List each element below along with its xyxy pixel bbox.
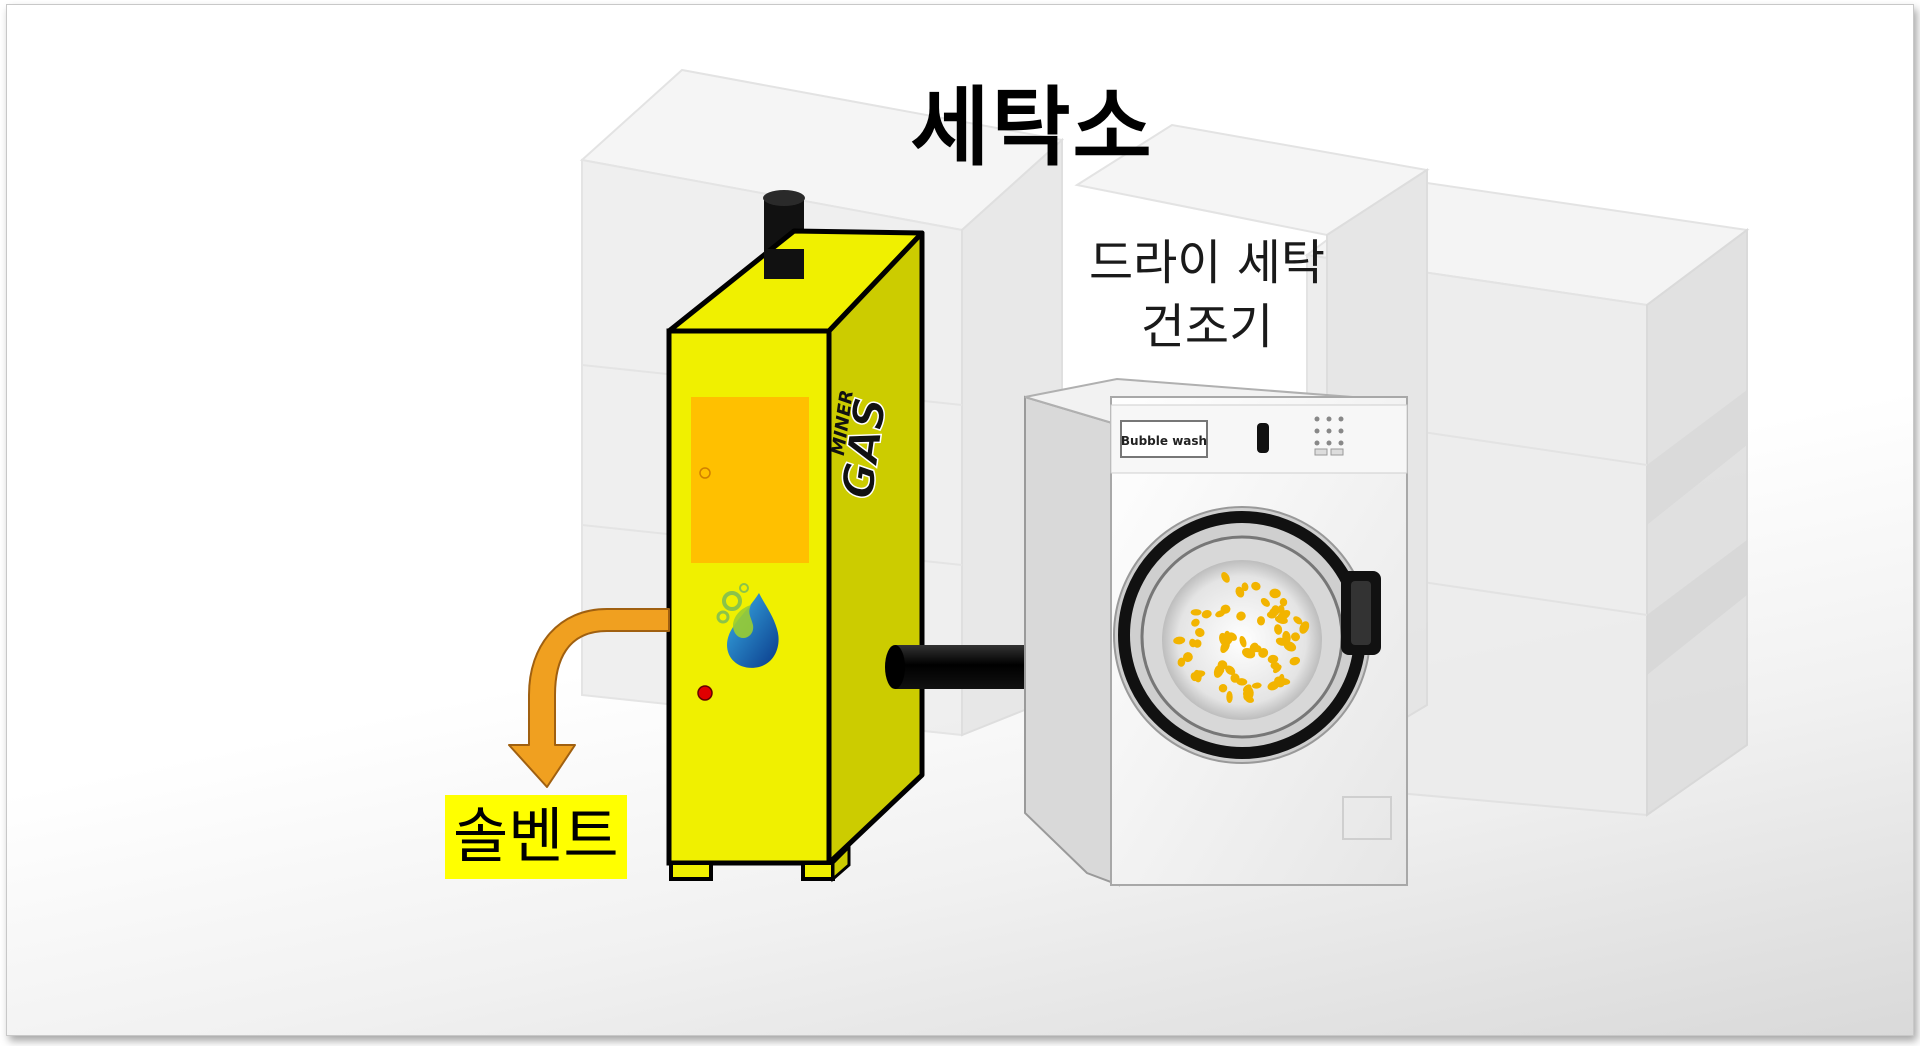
laundry-dot [1193,639,1202,648]
laundry-dot [1223,630,1231,642]
laundry-dot [1251,581,1261,591]
gas-miner-unit: GAS MINER [666,190,925,883]
connecting-pipe [885,645,1027,689]
laundry-dot [1282,630,1291,644]
laundry-dot [1293,616,1303,625]
laundry-dot [1266,611,1277,619]
filter-hatch [1342,796,1392,840]
laundry-dot [1213,664,1224,678]
laundry-dot [1215,610,1225,618]
laundry-dot [1299,621,1310,634]
laundry-dot [1283,641,1297,652]
laundry-dot [1226,691,1233,703]
control-buttons [1314,416,1344,446]
laundry-dot [1201,610,1212,619]
dryer-label-line1: 드라이 세탁 [1088,235,1326,291]
laundry-dot [1190,672,1199,682]
laundry-dot [1251,682,1262,689]
laundry-dot [1225,665,1236,676]
solvent-label: 솔벤트 [445,795,627,879]
laundry-dot [1267,654,1279,664]
laundry-dot [1239,635,1247,648]
laundry-dot [1177,657,1186,667]
laundry-dot [1279,598,1288,607]
laundry-dot [1258,647,1269,658]
laundry-dot [1218,683,1228,693]
laundry-dot [1274,615,1288,624]
front-panel [691,397,809,563]
laundry-dot [1173,636,1186,645]
washer-brand-text: Bubble wash [1121,434,1207,448]
laundry-dot [1270,661,1280,670]
laundry-dot [1236,611,1246,621]
control-knob [1257,423,1269,453]
diagram-scene: GAS MINER Bubble wash [508,68,1750,887]
dryer-label: 드라이 세탁 건조기 [1057,231,1357,359]
laundry-dot [1191,618,1200,627]
laundry-dot [1241,582,1249,592]
washing-machine: Bubble wash [1024,377,1408,887]
laundry-dot [1235,586,1245,598]
laundry-dot [1274,624,1283,635]
laundry-dot [1190,609,1202,616]
laundry-dot [1260,597,1270,607]
laundry-dot [1182,652,1193,663]
laundry-dot [1291,632,1300,642]
laundry-dot [1256,616,1266,626]
laundry-dot [1277,605,1285,614]
laundry-dot [1221,572,1230,583]
laundry-dot [1289,656,1301,666]
laundry-dot [1269,588,1281,599]
dryer-label-line2: 건조기 [1140,299,1274,355]
laundry-dot [1243,685,1254,699]
indicator-light [697,685,713,701]
laundry-contents [1173,572,1310,703]
solvent-arrow [508,608,670,788]
laundry-dot [1274,676,1285,688]
laundry-dot [1230,673,1240,683]
laundry-dot [1195,628,1205,637]
water-drop-logo [716,583,779,668]
page-title: 세탁소 [910,78,1154,178]
slide-canvas: GAS MINER Bubble wash [6,4,1914,1036]
